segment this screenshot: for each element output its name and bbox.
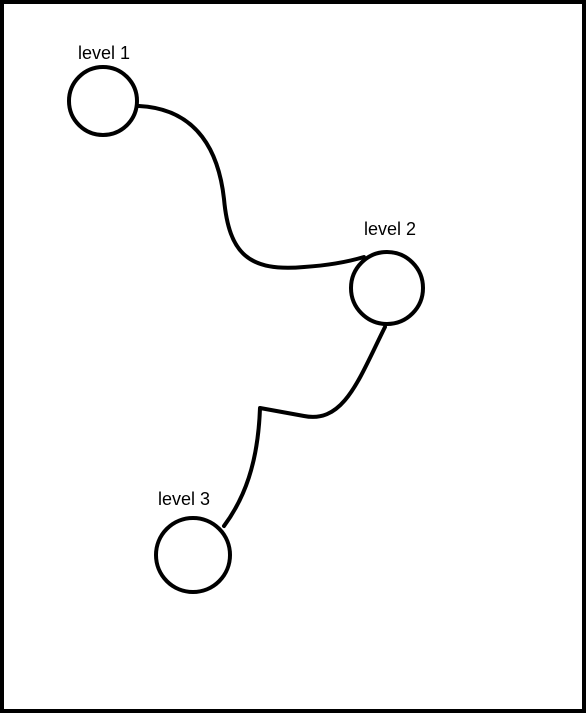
level-1-circle[interactable] bbox=[67, 65, 139, 137]
path-level-1-to-level-2 bbox=[137, 104, 366, 270]
path-level-2-to-level-3 bbox=[222, 325, 387, 528]
level-1-label: level 1 bbox=[78, 43, 130, 63]
level-3-circle[interactable] bbox=[154, 516, 232, 594]
level-2-label: level 2 bbox=[364, 219, 416, 239]
level-3-label: level 3 bbox=[158, 489, 210, 509]
level-map-canvas: level 1 level 2 level 3 bbox=[67, 43, 425, 594]
level-node-2[interactable]: level 2 bbox=[349, 219, 425, 326]
level-node-1[interactable]: level 1 bbox=[67, 43, 139, 137]
level-node-3[interactable]: level 3 bbox=[154, 489, 232, 594]
level-2-circle[interactable] bbox=[349, 250, 425, 326]
